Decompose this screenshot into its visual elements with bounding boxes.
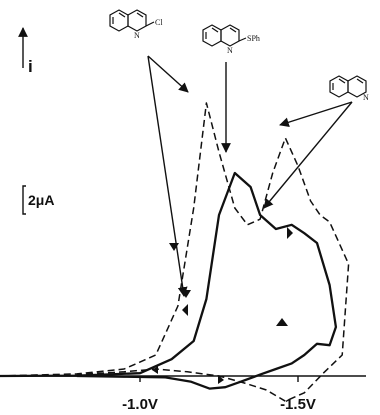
structure-2-chloroquinoline: N Cl — [109, 9, 163, 40]
curves — [0, 102, 350, 402]
scale-bar-bracket — [22, 185, 26, 215]
pyridine-ring — [220, 24, 240, 47]
tick-label-1: -1.0V — [122, 396, 158, 413]
nitrogen-label: N — [227, 46, 233, 55]
scale-bar-label: 2μA — [28, 192, 54, 208]
curve-arrows — [152, 227, 293, 384]
current-axis: i — [18, 27, 33, 76]
scale-bar: 2μA — [22, 185, 54, 215]
curve-arrow-mark — [287, 227, 293, 239]
series-dashed-line — [0, 102, 350, 402]
structure-quinoline: N — [329, 75, 369, 102]
series-solid-line — [0, 171, 338, 390]
pyridine-ring — [347, 75, 367, 98]
curve-arrow-mark — [218, 375, 224, 384]
nitrogen-label: N — [134, 31, 140, 40]
pointer-arrow — [263, 101, 353, 209]
substituent-label: SPh — [247, 34, 260, 43]
curve-arrow-mark — [152, 366, 158, 374]
tick-label-2: -1.5V — [280, 396, 316, 413]
annotation-arrows — [147, 55, 353, 297]
curve-arrow-mark — [182, 304, 188, 316]
pyridine-ring — [127, 9, 147, 32]
pointer-arrow — [147, 55, 188, 297]
pointer-arrow — [147, 55, 189, 93]
pointer-arrow — [279, 101, 353, 127]
nitrogen-label: N — [363, 93, 369, 102]
current-axis-label: i — [28, 57, 33, 76]
substituent-label: Cl — [155, 18, 163, 27]
curve-arrow-mark — [276, 318, 288, 326]
structure-2-phenylthioquinoline: N SPh — [202, 24, 260, 55]
curve-arrow-mark — [181, 290, 191, 298]
